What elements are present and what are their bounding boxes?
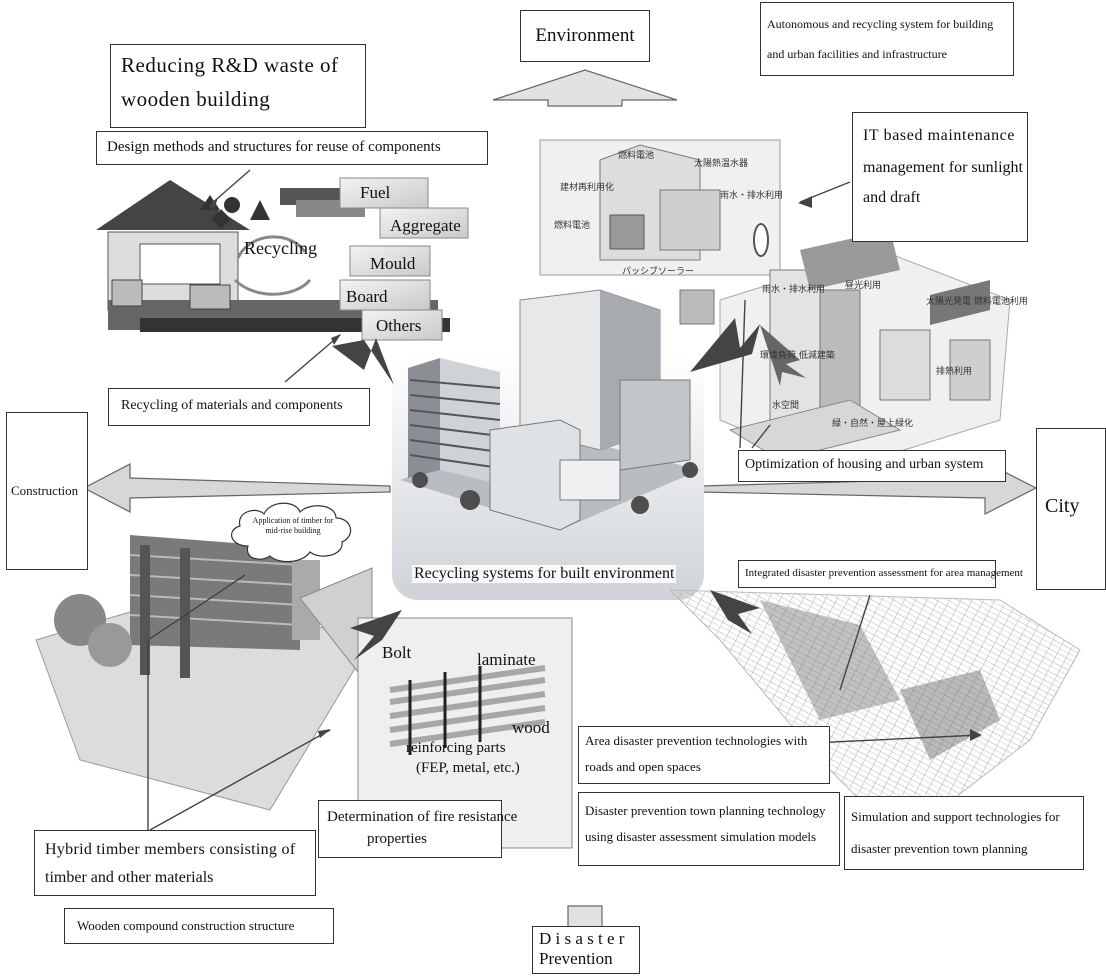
hybrid-line2: timber and other materials (45, 869, 214, 886)
cloud-shape (231, 502, 352, 563)
dark-arrow-top-right (690, 318, 760, 372)
wooden-compound-text: Wooden compound construction structure (77, 918, 295, 933)
recycling-output-blocks (339, 177, 469, 341)
dark-arrow-eco (760, 325, 806, 386)
reuse-design-text: Design methods and structures for reuse … (107, 139, 441, 155)
jp-label-12: 緑・自然・屋上緑化 (832, 419, 914, 429)
wood-label: wood (512, 718, 550, 737)
cloud-text-content: Application of timber for mid-rise build… (252, 516, 334, 535)
disaster-prevention-axis-box: D i s a s t e r Prevention (532, 926, 640, 974)
integrated-assessment-box: Integrated disaster prevention assessmen… (738, 560, 1023, 588)
center-cityscape-illustration (392, 289, 704, 600)
construction-axis-box: Construction (6, 412, 88, 570)
area-line2: roads and open spaces (585, 759, 701, 774)
dark-arrow-top-left (332, 338, 394, 385)
town-planning-box: Disaster prevention town planning techno… (578, 792, 840, 866)
jp-label-4: 燃料電池 (554, 221, 591, 231)
autonomous-line1: Autonomous and recycling system for buil… (767, 17, 994, 31)
jp-label-11: 水空間 (772, 401, 800, 411)
timber-building-illustration (35, 535, 361, 811)
optimization-text: Optimization of housing and urban system (745, 457, 984, 472)
wooden-compound-box: Wooden compound construction structure (64, 908, 334, 944)
planning-line1: Disaster prevention town planning techno… (585, 803, 826, 818)
fire-resistance-box: Determination of fire resistance propert… (318, 800, 517, 858)
it-line1: IT based maintenance (863, 127, 1016, 144)
jp-label-0: 燃料電池 (618, 151, 655, 161)
cloud-text: Application of timber for mid-rise build… (250, 516, 336, 536)
jp-label-2: 建材再利用化 (560, 183, 615, 193)
optimization-box: Optimization of housing and urban system (738, 450, 1006, 482)
bolt-label: Bolt (382, 643, 412, 662)
it-line2: management for sunlight (863, 159, 1023, 176)
jp-label-1: 太陽熱温水器 (694, 159, 749, 169)
area-disaster-box: Area disaster prevention technologies wi… (578, 726, 830, 784)
simulation-line2: disaster prevention town planning (851, 841, 1028, 856)
urban-block-illustration (679, 230, 1011, 471)
callout-lines (147, 169, 981, 831)
reuse-design-box: Design methods and structures for reuse … (96, 131, 488, 165)
disaster-label-line1: D i s a s t e r (539, 929, 625, 948)
jp-label-9: 環境負荷 低減建築 (760, 351, 835, 361)
left-axis-arrow (82, 463, 391, 513)
fire-line2: properties (367, 831, 427, 847)
city-axis-box: City (1036, 428, 1106, 590)
dark-arrow-bottom-left (350, 610, 402, 660)
construction-label: Construction (11, 483, 79, 498)
simulation-line1: Simulation and support technologies for (851, 809, 1060, 824)
jp-label-3: 雨水・排水利用 (720, 191, 784, 201)
output-aggregate: Aggregate (390, 216, 461, 235)
area-line1: Area disaster prevention technologies wi… (585, 733, 808, 748)
integrated-text: Integrated disaster prevention assessmen… (745, 567, 1023, 579)
jp-label-10: 排熱利用 (936, 367, 973, 377)
jp-label-6: 昼光利用 (845, 281, 882, 291)
reducing-waste-box: Reducing R&D waste of wooden building (110, 44, 366, 128)
recycling-label: Recycling (244, 238, 317, 258)
center-title: Recycling systems for built environment (412, 565, 677, 583)
jp-label-8: 太陽光発電 燃料電池利用 (926, 297, 1028, 307)
environment-label: Environment (535, 25, 635, 46)
dark-arrow-bottom-right (710, 590, 760, 634)
laminate-label: laminate (477, 650, 536, 669)
hybrid-line1: Hybrid timber members consisting of (45, 841, 296, 858)
it-line3: and draft (863, 189, 921, 206)
reinforcing-line1: reinforcing parts (406, 740, 506, 756)
autonomous-system-box: Autonomous and recycling system for buil… (760, 2, 1014, 76)
autonomous-line2: and urban facilities and infrastructure (767, 47, 947, 61)
environment-axis-box: Environment (520, 10, 650, 62)
reinforcing-line2: (FEP, metal, etc.) (416, 760, 520, 776)
simulation-support-box: Simulation and support technologies for … (844, 796, 1084, 870)
disaster-label-line2: Prevention (539, 949, 613, 968)
reducing-waste-line2: wooden building (121, 87, 271, 111)
recycling-materials-box: Recycling of materials and components (108, 388, 370, 426)
jp-label-7: 雨水・排水利用 (762, 285, 826, 295)
it-maintenance-box: IT based maintenance management for sunl… (852, 112, 1028, 242)
eco-house-illustration (539, 139, 781, 276)
recycling-materials-text: Recycling of materials and components (121, 398, 343, 413)
reducing-waste-line1: Reducing R&D waste of (121, 53, 339, 77)
fire-line1: Determination of fire resistance (327, 809, 518, 825)
output-others: Others (376, 316, 422, 335)
output-fuel: Fuel (360, 183, 391, 202)
output-mould: Mould (370, 254, 416, 273)
top-axis-arrow (492, 69, 678, 107)
city-label: City (1045, 495, 1080, 517)
output-board: Board (346, 287, 388, 306)
planning-line2: using disaster assessment simulation mod… (585, 829, 817, 844)
jp-label-5: パッシブソーラー (622, 267, 695, 277)
hybrid-timber-box: Hybrid timber members consisting of timb… (34, 830, 316, 896)
